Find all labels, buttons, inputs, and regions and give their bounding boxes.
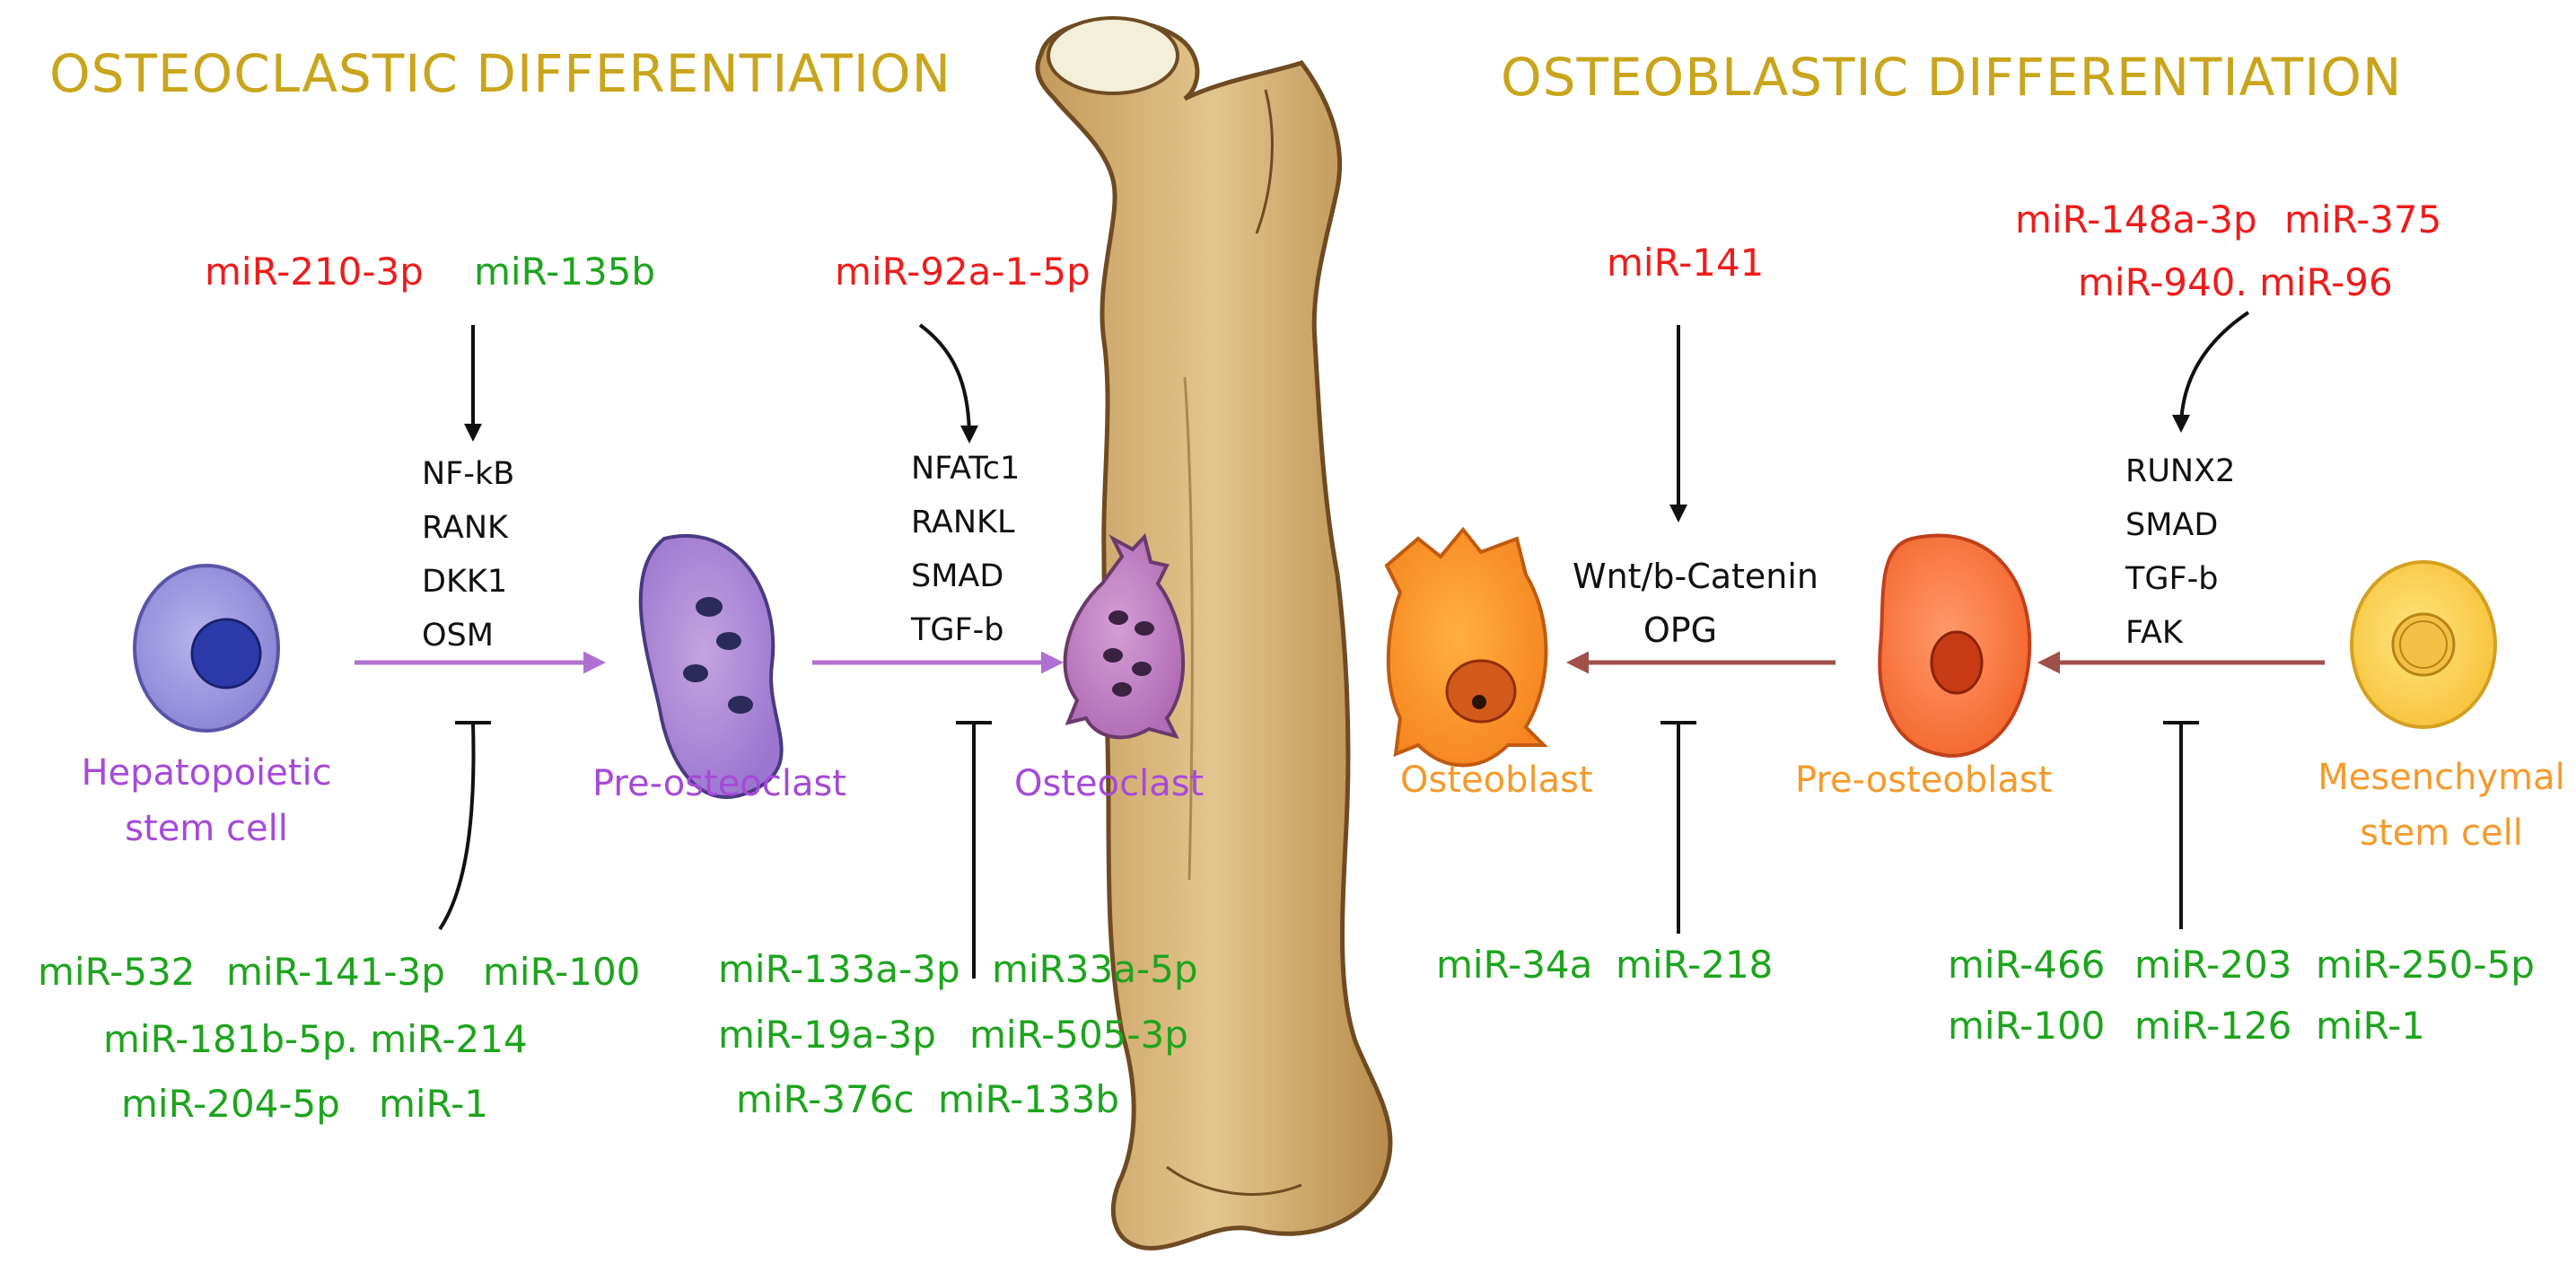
target-item: OPG bbox=[1643, 610, 1718, 650]
mir-inhibitor: miR-133a-3p bbox=[718, 947, 960, 991]
target-item: OSM bbox=[422, 618, 494, 654]
target-item: RANK bbox=[422, 510, 508, 546]
mir-inhibitor: miR-466 bbox=[1948, 943, 2106, 987]
mir-inhibitor: miR-532 bbox=[38, 950, 196, 994]
mir-inhibitor: miR-505-3p bbox=[969, 1013, 1188, 1057]
mir-inhibitor: miR-34a bbox=[1436, 943, 1593, 987]
mir-inhibitor: miR33a-5p bbox=[992, 947, 1198, 991]
mir-activator: miR-141 bbox=[1607, 241, 1765, 285]
target-item: NF-kB bbox=[422, 456, 515, 492]
activation-arrow-ob2 bbox=[2172, 311, 2250, 433]
osteoclast-label: Osteoclast bbox=[1014, 763, 1205, 804]
target-item: FAK bbox=[2125, 615, 2183, 651]
target-list: NFATc1 RANKL SMAD TGF-b bbox=[911, 442, 1020, 657]
target-item: RANKL bbox=[911, 505, 1015, 540]
pre-osteoclast-cell bbox=[638, 533, 784, 799]
target-item: SMAD bbox=[2125, 507, 2219, 543]
mir-inhibitor: miR-100 bbox=[1948, 1004, 2106, 1048]
pre-osteoblast-label: Pre-osteoblast bbox=[1795, 759, 2053, 801]
target-item: NFATc1 bbox=[911, 451, 1021, 487]
mir-activator: miR-940. miR-96 bbox=[2078, 260, 2393, 304]
hematopoietic-stem-cell bbox=[133, 564, 280, 733]
target-item: DKK1 bbox=[422, 564, 508, 600]
target-list: RUNX2 SMAD TGF-b FAK bbox=[2125, 444, 2235, 660]
target-item: Wnt/b-Catenin bbox=[1573, 557, 1819, 596]
mir-inhibitor: miR-19a-3p bbox=[718, 1013, 936, 1057]
mir-activator: miR-210-3p bbox=[205, 250, 424, 294]
target-item: TGF-b bbox=[2125, 561, 2219, 597]
msc-label: Mesenchymal stem cell bbox=[2311, 750, 2572, 861]
osteoclast-cell bbox=[1063, 532, 1186, 740]
target-item: TGF-b bbox=[911, 612, 1004, 648]
target-list: NF-kB RANK DKK1 OSM bbox=[422, 447, 514, 663]
pre-osteoclast-label: Pre-osteoclast bbox=[592, 763, 846, 804]
inhibition-line-oc1 bbox=[438, 722, 476, 931]
msc-label-line1: Mesenchymal bbox=[2318, 757, 2565, 798]
mesenchymal-stem-cell bbox=[2350, 560, 2497, 729]
femur-bone bbox=[1035, 16, 1393, 1251]
mir-activator: miR-135b bbox=[474, 250, 656, 294]
hsc-label: Hepatopoietic stem cell bbox=[67, 745, 346, 856]
target-item: RUNX2 bbox=[2125, 453, 2236, 489]
mir-activator: miR-92a-1-5p bbox=[835, 250, 1091, 294]
mir-inhibitor: miR-1 bbox=[2316, 1004, 2425, 1048]
activation-arrow-oc2 bbox=[918, 323, 978, 443]
mir-inhibitor: miR-133b bbox=[938, 1077, 1120, 1121]
mir-activator: miR-375 bbox=[2284, 198, 2442, 241]
mir-inhibitor: miR-1 bbox=[379, 1082, 488, 1126]
mir-activator: miR-148a-3p bbox=[2015, 198, 2257, 241]
osteoclastic-title: OSTEOCLASTIC DIFFERENTIATION bbox=[49, 43, 952, 104]
hsc-label-line1: Hepatopoietic bbox=[81, 752, 332, 794]
mir-inhibitor: miR-218 bbox=[1616, 943, 1774, 987]
mir-inhibitor: miR-203 bbox=[2134, 943, 2292, 987]
osteoblast-cell bbox=[1384, 526, 1548, 768]
hsc-label-line2: stem cell bbox=[125, 808, 288, 849]
mir-inhibitor: miR-376c bbox=[736, 1077, 915, 1121]
msc-label-line2: stem cell bbox=[2360, 812, 2523, 854]
target-item: SMAD bbox=[911, 558, 1004, 594]
mir-inhibitor: miR-204-5p bbox=[121, 1082, 340, 1126]
osteoblastic-title: OSTEOBLASTIC DIFFERENTIATION bbox=[1501, 47, 2403, 108]
target-list: Wnt/b-Catenin OPG bbox=[1573, 549, 1819, 657]
mir-inhibitor: miR-100 bbox=[483, 950, 641, 994]
pre-osteoblast-cell bbox=[1878, 533, 2032, 758]
mir-inhibitor: miR-250-5p bbox=[2316, 943, 2535, 987]
mir-inhibitor: miR-141-3p bbox=[226, 950, 445, 994]
mir-inhibitor: miR-126 bbox=[2134, 1004, 2292, 1048]
osteoblast-label: Osteoblast bbox=[1400, 759, 1593, 801]
mir-inhibitor: miR-181b-5p. miR-214 bbox=[103, 1017, 528, 1061]
